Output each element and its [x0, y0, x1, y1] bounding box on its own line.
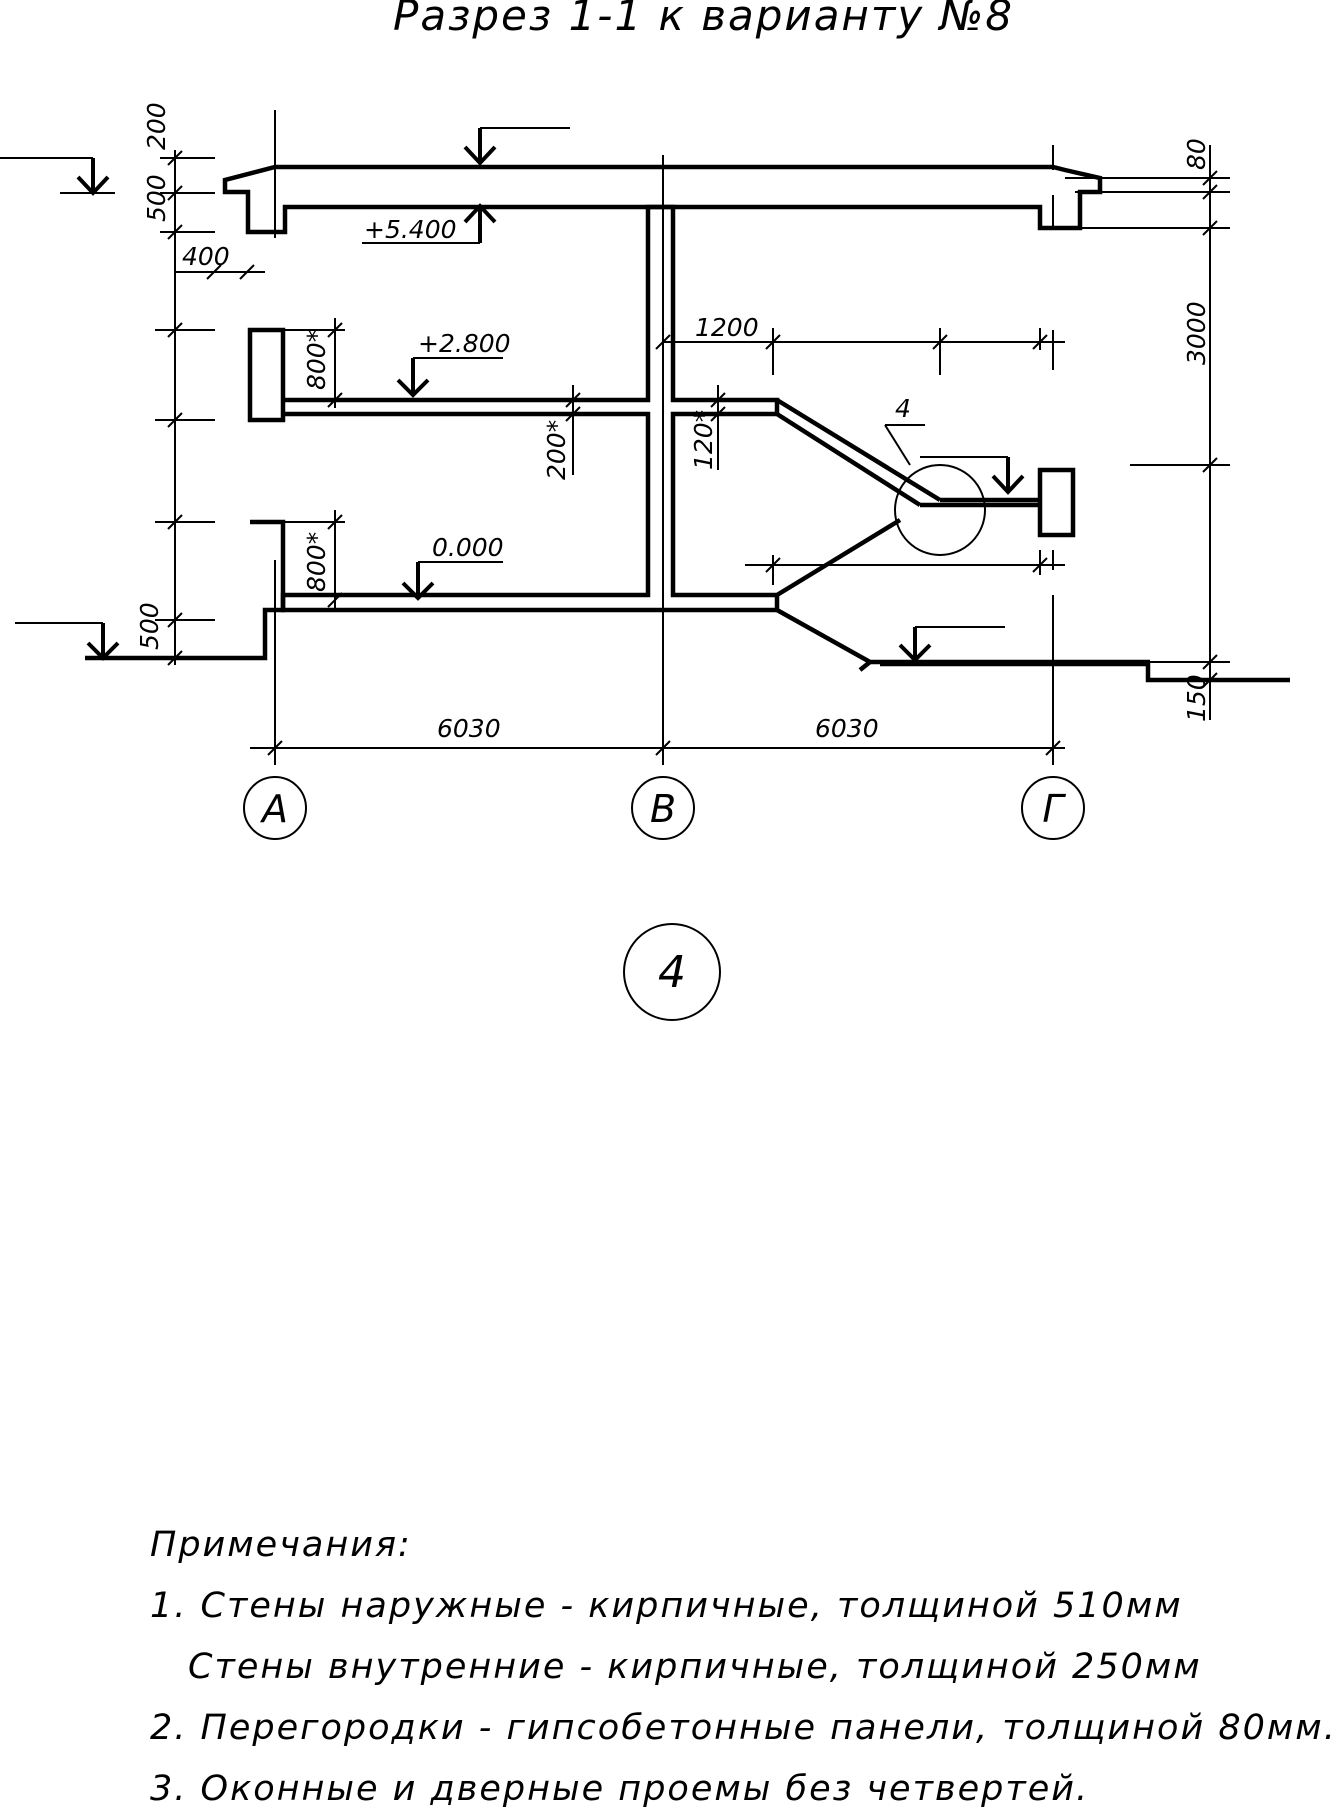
svg-text:120*: 120* [689, 410, 718, 470]
floor2-slab-under [280, 411, 673, 613]
svg-text:+2.800: +2.800 [418, 329, 511, 358]
svg-text:4: 4 [658, 947, 686, 998]
notes-block: Примечания: 1. Стены наружные - кирпичны… [150, 1515, 1337, 1820]
dimension-800-lower: 800* [285, 510, 345, 610]
stair-stringer-lower [775, 518, 1150, 665]
dimension-120: 120* [689, 385, 726, 470]
right-wall-pier [1037, 467, 1076, 538]
floor2-slab-left [283, 204, 780, 613]
span-left-label: 6030 [437, 714, 501, 743]
svg-text:1200: 1200 [695, 313, 759, 342]
span-right-label: 6030 [815, 714, 879, 743]
drawing-title: Разрез 1-1 к варианту №8 [393, 0, 1014, 40]
svg-text:400: 400 [182, 242, 230, 271]
node-label: 4 [895, 394, 911, 423]
level-mark-floor2: +2.800 [396, 329, 511, 398]
axis-lines [274, 110, 1054, 765]
svg-text:3000: 3000 [1182, 301, 1211, 365]
stair-stringer-upper [775, 398, 942, 507]
dimension-800-upper: 800* [285, 318, 345, 408]
svg-text:500: 500 [135, 602, 164, 650]
node-circle [894, 464, 986, 556]
svg-text:80: 80 [1182, 138, 1211, 170]
dimension-lower-run [745, 550, 1065, 585]
svg-text:200: 200 [142, 102, 171, 150]
ground-line-step [858, 660, 872, 672]
dimension-1200: 1200 [655, 313, 1065, 375]
notes-heading: Примечания: [150, 1525, 412, 1565]
ground-right [880, 661, 1290, 683]
svg-text:800*: 800* [302, 330, 331, 390]
dimension-200-slab: 200* [542, 385, 581, 480]
note-1: 1. Стены наружные - кирпичные, толщиной … [150, 1586, 1183, 1626]
section-drawing: Разрез 1-1 к варианту №8 4 +5.400 [0, 0, 1290, 1021]
svg-text:В: В [650, 787, 676, 831]
svg-text:0.000: 0.000 [432, 533, 504, 562]
level-arrow-roof-top [463, 127, 570, 166]
level-arrow-ground-left [15, 622, 120, 661]
roof-slab [222, 164, 1103, 235]
left-wall-pier [247, 327, 286, 423]
level-mark-floor1: 0.000 [401, 533, 504, 601]
dimension-400: 400 [175, 242, 265, 280]
level-arrow-node [920, 456, 1025, 495]
left-dimension-chain: 200 500 500 [135, 102, 215, 666]
level-mark-roof: +5.400 [362, 203, 497, 244]
left-wall-base [85, 519, 286, 661]
svg-text:А: А [259, 787, 288, 831]
svg-text:+5.400: +5.400 [364, 215, 457, 244]
axis-bubble-g: Г [1021, 776, 1085, 840]
note-1b: Стены внутренние - кирпичные, толщиной 2… [188, 1647, 1202, 1687]
note-3: 3. Оконные и дверные проемы без четверте… [150, 1769, 1090, 1809]
svg-text:200*: 200* [542, 420, 571, 480]
svg-text:800*: 800* [302, 532, 331, 592]
svg-text:Г: Г [1042, 787, 1066, 831]
level-arrow-top-left [0, 157, 115, 196]
axis-bubble-v: В [631, 776, 695, 840]
sheet-number: 4 [623, 923, 721, 1021]
svg-text:150: 150 [1182, 674, 1211, 722]
level-arrow-ground-right [898, 626, 1005, 663]
span-dimensions: 6030 6030 [250, 714, 1065, 756]
axis-bubble-a: А [243, 776, 307, 840]
svg-text:500: 500 [142, 174, 171, 222]
note-2: 2. Перегородки - гипсобетонные панели, т… [150, 1708, 1337, 1748]
right-dimension-chain: 80 3000 150 [1065, 138, 1290, 722]
stair-connector [920, 497, 1040, 508]
